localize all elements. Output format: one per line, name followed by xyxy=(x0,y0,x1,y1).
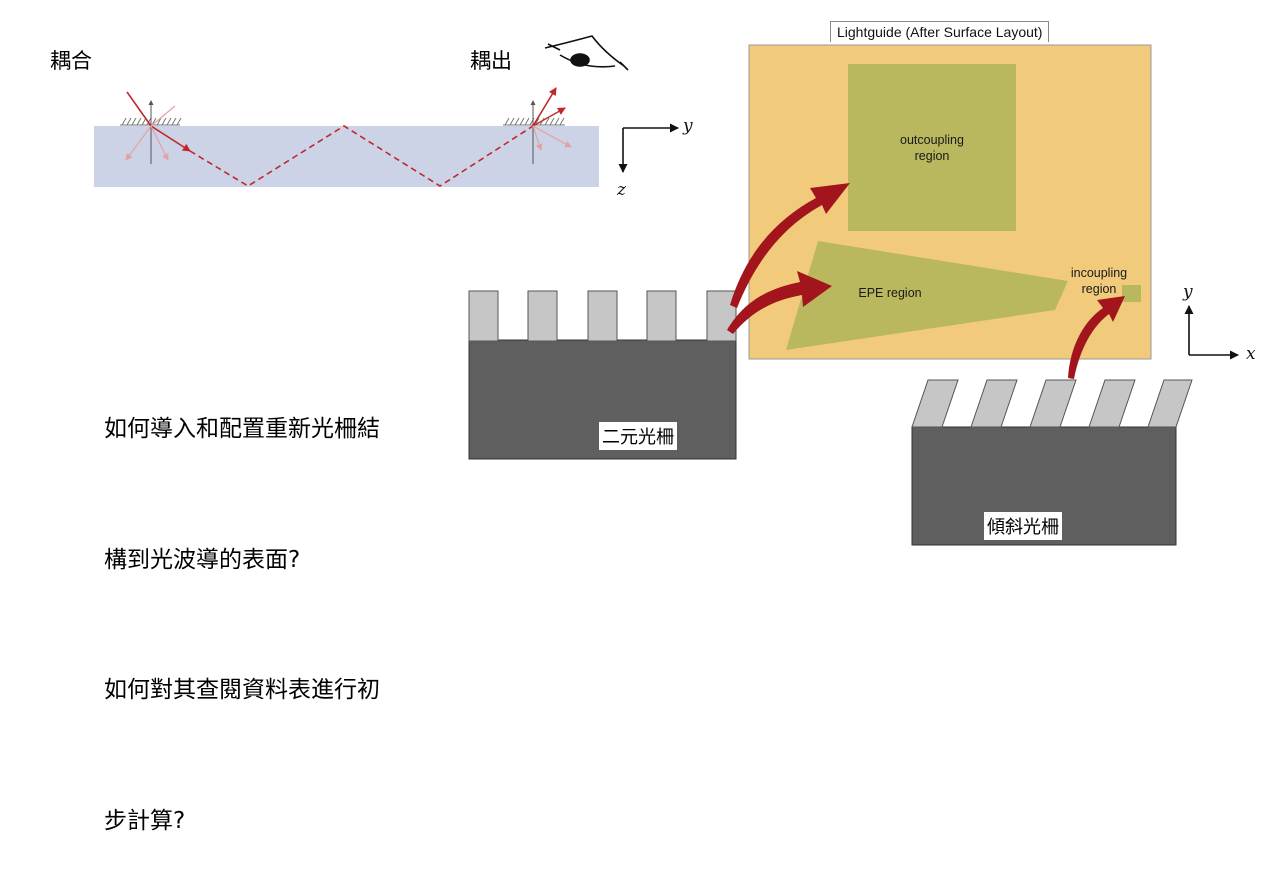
waveguide-slab xyxy=(94,126,599,187)
slanted-grating-label: 傾斜光柵 xyxy=(984,512,1062,540)
binary-to-epe-arrow xyxy=(727,271,832,334)
guided-ray xyxy=(189,125,534,187)
outcoupling-region xyxy=(848,64,1016,231)
axis-label-x: x xyxy=(1246,344,1256,364)
slanted-to-incoupling-arrow xyxy=(1068,296,1125,379)
lightguide-title: Lightguide (After Surface Layout) xyxy=(830,21,1050,42)
axes-yz xyxy=(618,123,679,173)
outcoupling-region-label: outcoupling region xyxy=(900,133,964,163)
epe-region xyxy=(786,241,1068,350)
binary-grating-label: 二元光柵 xyxy=(599,422,677,450)
axes-xy xyxy=(1184,305,1239,360)
diagram-canvas xyxy=(94,35,1239,546)
axis-label-y-left: y xyxy=(683,116,693,136)
incoupling-region xyxy=(1122,285,1141,302)
incoupling-rays xyxy=(125,91,191,161)
binary-to-outcoupling-arrow xyxy=(730,183,850,308)
outcoupling-rays xyxy=(532,87,572,151)
epe-region-label: EPE region xyxy=(858,286,922,300)
axis-label-z: z xyxy=(617,180,626,200)
coupling-out-label: 耦出 xyxy=(470,49,512,73)
coupling-in-label: 耦合 xyxy=(50,49,92,73)
axis-label-y-right: y xyxy=(1183,282,1193,302)
question-text: 如何導入和配置重新光柵結 構到光波導的表面? 如何對其查閱資料表進行初 步計算? xyxy=(104,416,380,834)
eye-icon xyxy=(544,35,629,71)
incoupling-region-label: incoupling region xyxy=(1070,266,1128,296)
